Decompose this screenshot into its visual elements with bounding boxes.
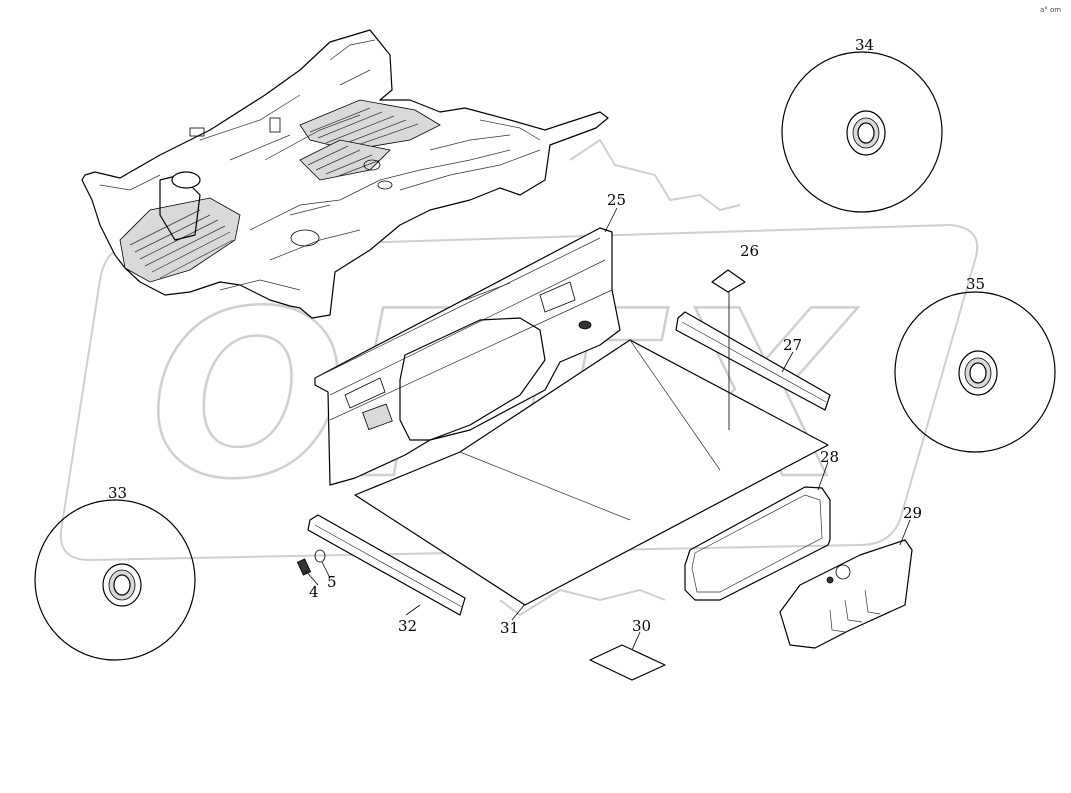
callout-29: 29 [903,504,922,522]
corner-mark: a° om [1040,6,1061,14]
watermark-gear [499,138,741,617]
center-rib-lines [307,145,381,178]
part-4-bolt [296,558,312,576]
floor-pan-assembly [81,29,609,319]
floor-mat-diagonal [459,339,721,521]
part-25-bulkhead [314,227,621,486]
callout-34: 34 [855,36,874,54]
callout-4: 4 [309,583,319,601]
rail-32-edge [314,524,463,608]
callout-26: 26 [740,242,759,260]
bulkhead-slot-left [344,377,386,409]
part-5-washer [314,549,326,563]
bulkhead-label-plate [362,403,393,431]
right-rib-lines [309,107,419,150]
callout-32: 32 [398,617,417,635]
watermark-frame [59,223,979,562]
heat-shield-body [779,539,913,649]
part-32-rail [307,514,466,616]
bulkhead-cutout [399,317,546,441]
callout-30: 30 [632,617,651,635]
left-floor-ribs [119,197,241,283]
callout-31: 31 [500,619,519,637]
floor-hole-2 [377,180,393,190]
part-30-sheet [589,644,666,681]
heat-shield-slots [829,589,881,633]
callout-27: 27 [783,336,802,354]
floor-plug [189,127,205,137]
part-29-heat-shield [779,539,913,649]
detail-circle-35 [894,291,1056,453]
floor-bracket [269,117,281,133]
part-26-pad [711,269,746,293]
part-27-rail [675,311,831,411]
rail-27-edge [681,321,827,403]
bulkhead-grommet [578,320,592,330]
callout-25: 25 [607,191,626,209]
bulkhead-slot-center [464,282,511,301]
detail-circle-34 [781,51,943,213]
rail-27-body [675,311,831,411]
callout-5: 5 [327,573,337,591]
seal-inner [691,494,823,593]
part-28-seal [684,486,831,601]
callout-28: 28 [820,448,839,466]
bulkhead-slot-right [539,281,576,313]
floor-drain [290,229,320,247]
heat-shield-fastener [826,576,834,584]
callout-35: 35 [966,275,985,293]
tunnel-collar [171,171,201,189]
floor-hole-1 [363,159,381,171]
callout-33: 33 [108,484,127,502]
bulkhead-flange [314,237,613,421]
callouts: 34 25 26 35 27 28 33 29 5 4 32 31 30 [108,36,985,637]
leader-lines [304,207,911,651]
right-floor-ribs [299,99,441,151]
heat-shield-boss [835,564,851,580]
floor-pan-details [99,39,541,291]
detail-circle-33 [34,499,196,661]
